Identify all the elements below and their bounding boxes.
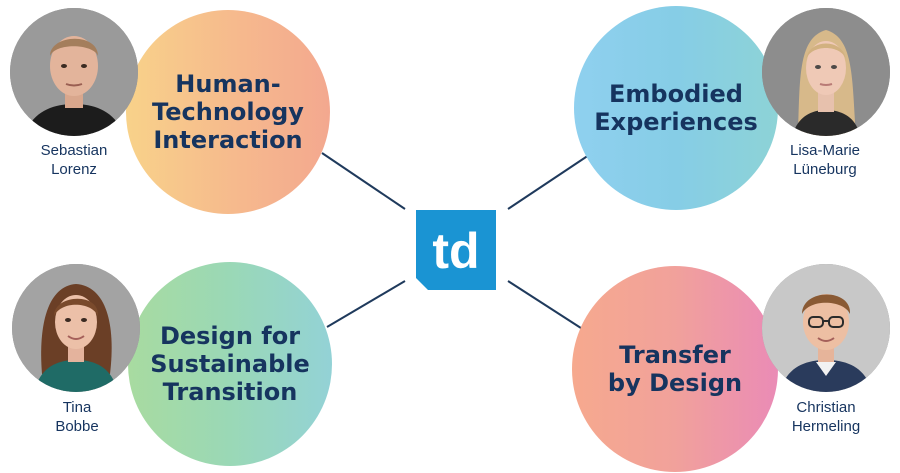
topic-transfer-by-design: Transfer by Design (572, 266, 778, 472)
portrait-lueneburg (762, 8, 890, 136)
connector-line (326, 280, 406, 328)
topic-label: Embodied Experiences (594, 80, 758, 136)
portrait-bobbe (12, 264, 140, 392)
portrait-hermeling (762, 264, 890, 392)
avatar (762, 8, 890, 136)
portrait-lorenz (10, 8, 138, 136)
topic-label: Design for Sustainable Transition (150, 322, 310, 406)
person-name: Tina Bobbe (55, 399, 99, 435)
connector-line (321, 152, 406, 210)
connector-line (507, 280, 585, 331)
topic-label: Human- Technology Interaction (152, 70, 304, 154)
td-logo: td (416, 210, 496, 290)
topic-human-technology-interaction: Human- Technology Interaction (126, 10, 330, 214)
avatar (10, 8, 138, 136)
person-name: Christian Hermeling (791, 399, 861, 435)
topic-design-for-sustainable-transition: Design for Sustainable Transition (128, 262, 332, 466)
avatar (762, 264, 890, 392)
topic-embodied-experiences: Embodied Experiences (574, 6, 778, 210)
connector-line (507, 154, 590, 210)
person-name: Lisa-Marie Lüneburg (789, 142, 861, 178)
logo-shape (416, 210, 496, 290)
person-name: Sebastian Lorenz (40, 142, 108, 178)
topic-label: Transfer by Design (607, 341, 743, 397)
logo-text: td (432, 223, 479, 279)
avatar (12, 264, 140, 392)
